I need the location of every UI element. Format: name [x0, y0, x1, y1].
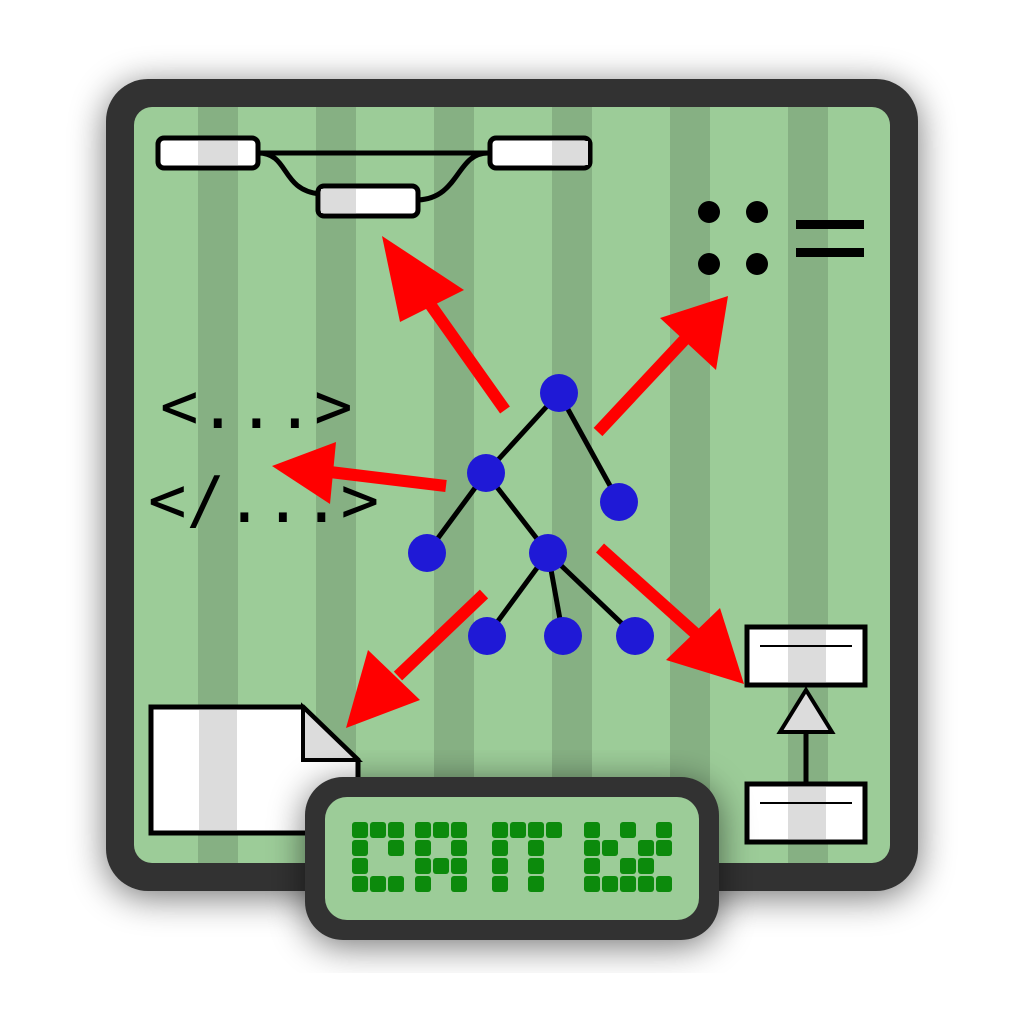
tree-diagram-icon — [408, 374, 654, 655]
arrow-left-icon — [272, 442, 447, 504]
workflow-diagram-icon — [155, 135, 593, 219]
logo-glyphs — [352, 822, 672, 892]
transform-arrows — [272, 236, 744, 728]
class-diagram-icon — [744, 624, 868, 845]
logo-badge — [305, 777, 719, 940]
ratio-equals-icon — [698, 201, 864, 275]
arrow-up-left-icon — [382, 236, 510, 414]
arrow-down-right-icon — [595, 543, 744, 684]
document-page-icon — [148, 702, 363, 836]
arrow-down-left-icon — [346, 589, 489, 728]
arrow-up-right-icon — [593, 296, 728, 437]
logo-text: cnuk — [512, 859, 515, 861]
open-tag-text: <...> — [160, 370, 353, 444]
